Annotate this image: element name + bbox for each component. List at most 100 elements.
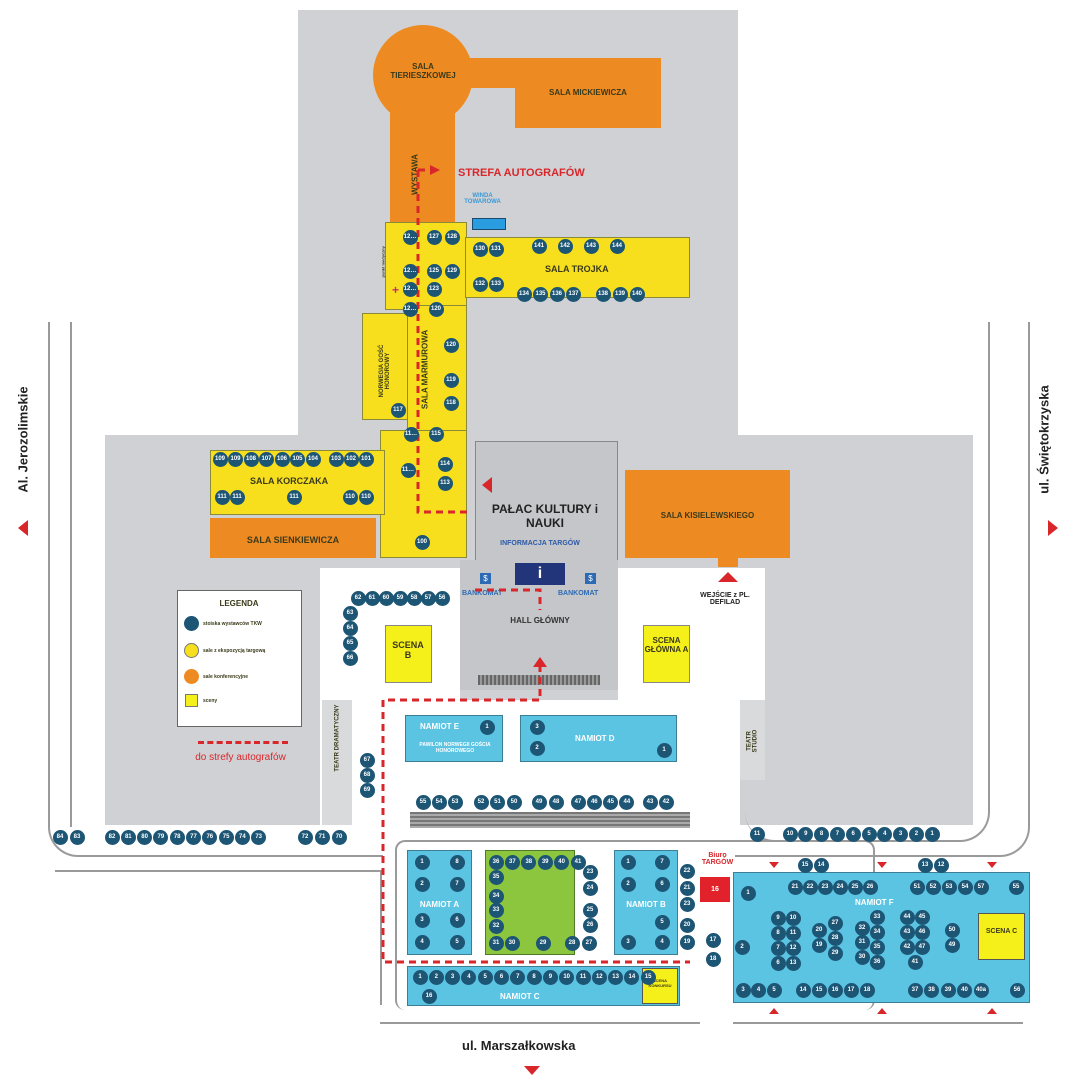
stall-marker[interactable]: 43 bbox=[642, 794, 658, 810]
stall-marker[interactable]: 23 bbox=[582, 864, 598, 880]
stall-marker[interactable]: 34 bbox=[869, 924, 885, 940]
stall-marker[interactable]: 111 bbox=[214, 489, 230, 505]
stall-marker[interactable]: 4 bbox=[654, 934, 670, 950]
stall-marker[interactable]: 129 bbox=[444, 263, 460, 279]
stall-marker[interactable]: 66 bbox=[342, 650, 358, 666]
stall-marker[interactable]: 104 bbox=[305, 451, 321, 467]
stall-marker[interactable]: 71 bbox=[314, 829, 330, 845]
stall-marker[interactable]: 101 bbox=[358, 451, 374, 467]
stall-marker[interactable]: 127 bbox=[426, 229, 442, 245]
stall-marker[interactable]: 83 bbox=[69, 829, 85, 845]
stall-marker[interactable]: 143 bbox=[583, 238, 599, 254]
stall-marker[interactable]: 5 bbox=[654, 914, 670, 930]
stall-marker[interactable]: 45 bbox=[914, 909, 930, 925]
stall-marker[interactable]: 53 bbox=[941, 879, 957, 895]
stall-marker[interactable]: 144 bbox=[609, 238, 625, 254]
stall-marker[interactable]: 55 bbox=[415, 794, 431, 810]
stall-marker[interactable]: 41 bbox=[907, 954, 923, 970]
stall-marker[interactable]: 109 bbox=[212, 451, 228, 467]
stall-marker[interactable]: 84 bbox=[52, 829, 68, 845]
stall-marker[interactable]: 50 bbox=[506, 794, 522, 810]
stall-marker[interactable]: 80 bbox=[137, 829, 153, 845]
stall-marker[interactable]: 16 bbox=[827, 982, 843, 998]
stall-marker[interactable]: 6 bbox=[449, 912, 465, 928]
stall-marker[interactable]: 3 bbox=[735, 982, 751, 998]
stall-marker[interactable]: 1 bbox=[924, 826, 940, 842]
stall-marker[interactable]: 40 bbox=[957, 982, 972, 998]
stall-marker[interactable]: 109 bbox=[228, 451, 243, 467]
stall-marker[interactable]: 5 bbox=[477, 969, 493, 985]
stall-marker[interactable]: 12 bbox=[785, 940, 801, 956]
stall-marker[interactable]: 114 bbox=[437, 456, 453, 472]
stall-marker[interactable]: 39 bbox=[940, 982, 956, 998]
stall-marker[interactable]: 8 bbox=[526, 969, 542, 985]
stall-marker[interactable]: 139 bbox=[612, 286, 628, 302]
stall-marker[interactable]: 34 bbox=[488, 888, 504, 904]
sala-mickiewicza[interactable] bbox=[515, 58, 661, 128]
stall-marker[interactable]: 5 bbox=[449, 934, 465, 950]
stall-marker[interactable]: 11… bbox=[403, 426, 419, 442]
stall-marker[interactable]: 7 bbox=[654, 854, 670, 870]
stall-marker[interactable]: 19 bbox=[679, 934, 695, 950]
stall-marker[interactable]: 9 bbox=[798, 826, 814, 842]
stall-marker[interactable]: 130 bbox=[472, 241, 488, 257]
stall-marker[interactable]: 128 bbox=[444, 229, 460, 245]
stall-marker[interactable]: 42 bbox=[899, 939, 915, 955]
stall-marker[interactable]: 57 bbox=[420, 590, 436, 606]
stall-marker[interactable]: 105 bbox=[290, 451, 305, 467]
sala-kisielewskiego[interactable] bbox=[625, 470, 790, 558]
stall-marker[interactable]: 3 bbox=[414, 912, 430, 928]
stall-marker[interactable]: 36 bbox=[869, 954, 885, 970]
stall-marker[interactable]: 8 bbox=[449, 854, 465, 870]
stall-marker[interactable]: 10 bbox=[559, 969, 575, 985]
stall-marker[interactable]: 5 bbox=[766, 982, 782, 998]
stall-marker[interactable]: 2 bbox=[529, 740, 545, 756]
stall-marker[interactable]: 82 bbox=[104, 829, 120, 845]
stall-marker[interactable]: 23 bbox=[817, 879, 833, 895]
stall-marker[interactable]: 41 bbox=[570, 854, 586, 870]
stall-marker[interactable]: 56 bbox=[1009, 982, 1025, 998]
stall-marker[interactable]: 111 bbox=[229, 489, 245, 505]
stall-marker[interactable]: 12… bbox=[402, 229, 418, 245]
stall-marker[interactable]: 76 bbox=[202, 829, 218, 845]
stall-marker[interactable]: 29 bbox=[827, 945, 843, 961]
stall-marker[interactable]: 19 bbox=[811, 937, 827, 953]
stall-marker[interactable]: 37 bbox=[504, 854, 520, 870]
stall-marker[interactable]: 63 bbox=[342, 605, 358, 621]
stall-marker[interactable]: 43 bbox=[899, 924, 915, 940]
stall-marker[interactable]: 4 bbox=[461, 969, 477, 985]
stall-marker[interactable]: 140 bbox=[629, 286, 645, 302]
stall-marker[interactable]: 120 bbox=[443, 337, 459, 353]
stall-marker[interactable]: 44 bbox=[619, 794, 635, 810]
stall-marker[interactable]: 131 bbox=[488, 241, 504, 257]
stall-marker[interactable]: 107 bbox=[259, 451, 274, 467]
stall-marker[interactable]: 64 bbox=[342, 620, 358, 636]
stall-marker[interactable]: 6 bbox=[494, 969, 509, 985]
stall-marker[interactable]: 79 bbox=[153, 829, 169, 845]
stall-marker[interactable]: 46 bbox=[914, 924, 930, 940]
stall-marker[interactable]: 28 bbox=[564, 935, 580, 951]
stall-marker[interactable]: 120 bbox=[428, 301, 444, 317]
stall-marker[interactable]: 3 bbox=[445, 969, 461, 985]
stall-marker[interactable]: 33 bbox=[869, 909, 885, 925]
stall-marker[interactable]: 118 bbox=[443, 395, 459, 411]
stall-marker[interactable]: 20 bbox=[811, 922, 827, 938]
stall-marker[interactable]: 11 bbox=[785, 925, 801, 941]
norwegia-hall[interactable] bbox=[362, 313, 410, 420]
stall-marker[interactable]: 26 bbox=[862, 879, 878, 895]
stall-marker[interactable]: 40 bbox=[554, 854, 570, 870]
stall-marker[interactable]: 14 bbox=[624, 969, 640, 985]
stall-marker[interactable]: 137 bbox=[566, 286, 581, 302]
stall-marker[interactable]: 12 bbox=[933, 857, 949, 873]
stall-marker[interactable]: 40a bbox=[973, 982, 989, 998]
stall-marker[interactable]: 4 bbox=[877, 826, 893, 842]
stall-marker[interactable]: 7 bbox=[449, 876, 465, 892]
stall-marker[interactable]: 9 bbox=[542, 969, 558, 985]
stall-marker[interactable]: 11… bbox=[400, 462, 416, 478]
stall-marker[interactable]: 69 bbox=[359, 782, 375, 798]
stall-marker[interactable]: 18 bbox=[705, 951, 721, 967]
stall-marker[interactable]: 4 bbox=[751, 982, 766, 998]
stall-marker[interactable]: 7 bbox=[829, 826, 845, 842]
stall-marker[interactable]: 3 bbox=[620, 934, 636, 950]
stall-marker[interactable]: 22 bbox=[679, 863, 695, 879]
